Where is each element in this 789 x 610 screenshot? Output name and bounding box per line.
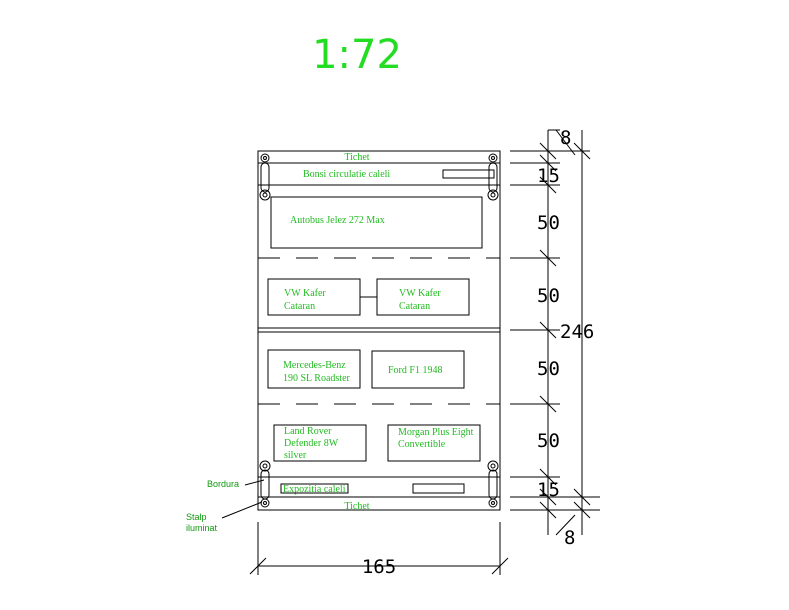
dim-top-offset: 8 [560,127,571,149]
dim-row6: 15 [537,479,560,501]
landrover-line2: Defender 8W [284,438,339,449]
dim-total-height: 246 [560,321,594,343]
vw-kafer-frame-right [376,278,470,316]
lamp-callout-line2: iluminat [186,523,218,533]
dim-row4: 50 [537,358,560,380]
footer-plaque-right [412,483,465,494]
morgan-line1: Morgan Plus Eight [398,427,474,438]
ford-frame [371,350,465,389]
lamp-post-bottom-left [259,460,271,508]
vw-right-line2: Cataran [399,301,430,312]
border-leader [244,479,265,486]
dim-row5: 50 [537,430,560,452]
dim-row3: 50 [537,285,560,307]
dim-bottom-offset: 8 [564,527,575,549]
landrover-line3: silver [284,450,307,461]
vertical-dimensions [510,129,600,536]
header-row-label: Bonsi circulatie caleli [303,169,390,180]
mercedes-line1: Mercedes-Benz [283,360,346,371]
border-callout: Bordura [207,479,239,489]
landrover-line1: Land Rover [284,426,332,437]
mercedes-line2: 190 SL Roadster [283,373,351,384]
dim-row1: 15 [537,165,560,187]
footer-row-label: Expozitia caleli [283,484,346,495]
mercedes-frame [267,349,361,389]
autobus-label: Autobus Jelez 272 Max [290,215,385,226]
autobus-frame [270,196,483,249]
morgan-line2: Convertible [398,439,446,450]
top-ticket-label: Tichet [344,152,369,163]
dim-width: 165 [362,556,396,578]
vw-left-line1: VW Kafer [284,288,326,299]
dim-row2: 50 [537,212,560,234]
footer-plaque-left [280,483,349,494]
vw-left-line2: Cataran [284,301,315,312]
bottom-ticket-label: Tichet [344,501,369,512]
board-outline [257,150,501,511]
morgan-frame [387,424,481,462]
lamp-post-top-left [259,153,271,201]
lamp-post-top-right [487,153,499,201]
header-slot [442,169,495,179]
scale-title: 1:72 [312,32,402,78]
lamp-leader [221,501,263,519]
ford-label: Ford F1 1948 [388,365,442,376]
landrover-frame [273,424,367,462]
lamp-callout-line1: Stalp [186,512,207,522]
vw-right-line1: VW Kafer [399,288,441,299]
horizontal-dimension [249,522,509,575]
lamp-post-bottom-right [487,460,499,508]
